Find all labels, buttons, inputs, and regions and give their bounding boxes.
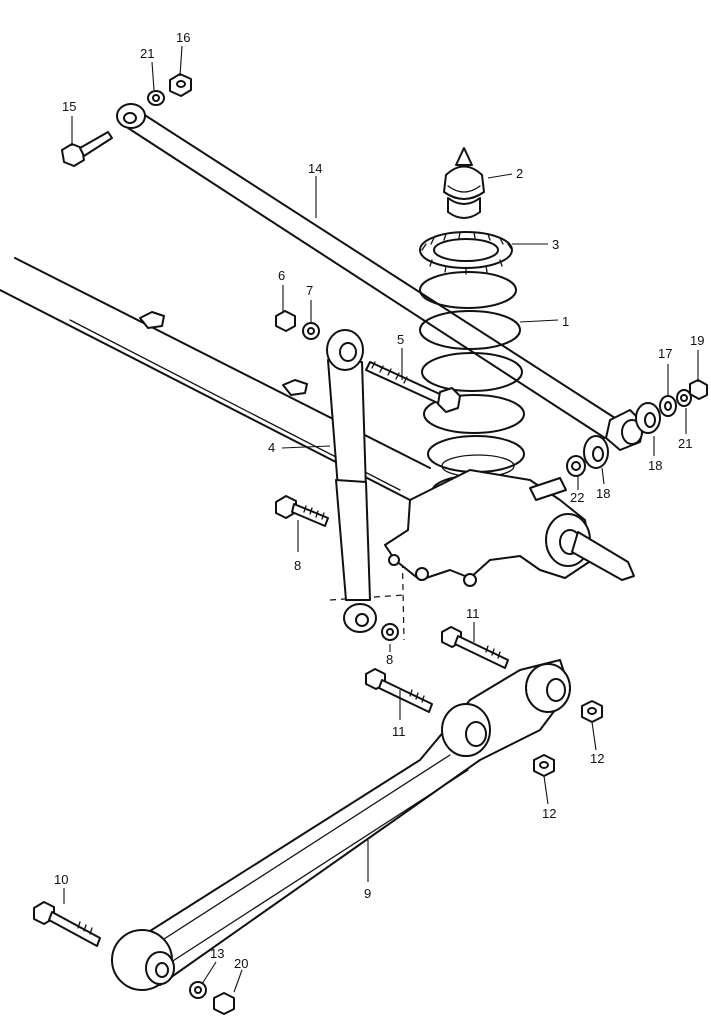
label-rod-nut-19: 19	[690, 333, 704, 348]
arm-bolt-11-upper	[442, 627, 508, 668]
label-trailing-arm: 9	[364, 886, 371, 901]
label-nut-6: 6	[278, 268, 285, 283]
label-arm-bolt-11-upper: 11	[466, 606, 480, 621]
nut-20	[214, 993, 234, 1014]
label-lateral-rod: 14	[308, 161, 322, 176]
label-shock-upper-bolt: 5	[397, 332, 404, 347]
rod-nut-19	[690, 380, 707, 399]
shock-upper-bolt	[366, 362, 460, 412]
arm-nut-12-right	[582, 701, 602, 722]
rod-bolt-15	[62, 132, 112, 166]
callout-numbers: 1 2 3 4 5 6 7 8 8 9 10 11 11 12 12 13 14…	[54, 30, 704, 971]
label-nut-20: 20	[234, 956, 248, 971]
axle-knuckle	[385, 470, 634, 586]
arm-nut-12-lower	[534, 755, 554, 776]
label-arm-bolt-11-lower: 11	[392, 724, 406, 739]
label-spring-seat: 3	[552, 237, 559, 252]
bushing-17	[660, 396, 676, 416]
label-bump-stopper: 2	[516, 166, 523, 181]
shock-absorber	[327, 330, 376, 632]
label-washer-7: 7	[306, 283, 313, 298]
label-washer-22: 22	[570, 490, 584, 505]
bump-stopper	[444, 148, 484, 218]
bushing-18-inner	[584, 436, 608, 468]
washer-13	[190, 982, 206, 998]
label-arm-nut-12-right: 12	[590, 751, 604, 766]
leader-lines	[64, 46, 698, 992]
lower-washer-8	[382, 624, 398, 640]
label-bushing-18-inner: 18	[596, 486, 610, 501]
spring-seat	[420, 232, 512, 274]
label-washer-21-top: 21	[140, 46, 154, 61]
trailing-arm	[112, 660, 570, 990]
label-lower-washer-8: 8	[386, 652, 393, 667]
label-washer-21-right: 21	[678, 436, 692, 451]
label-arm-nut-12-lower: 12	[542, 806, 556, 821]
lateral-rod	[117, 104, 644, 450]
bushing-18-outer	[636, 403, 660, 433]
washer-21-top	[148, 91, 164, 105]
label-rod-nut-16: 16	[176, 30, 190, 45]
arm-bolt-10	[34, 902, 100, 946]
label-arm-bolt-10: 10	[54, 872, 68, 887]
washer-7	[303, 323, 319, 339]
label-bushing-17: 17	[658, 346, 672, 361]
arm-bolt-11-lower	[366, 669, 432, 712]
label-washer-13: 13	[210, 946, 224, 961]
shock-lower-bolt	[276, 496, 328, 526]
nut-6	[276, 311, 295, 331]
label-coil-spring: 1	[562, 314, 569, 329]
washer-22	[567, 456, 585, 476]
rod-nut-16	[170, 74, 191, 96]
washer-21-right	[677, 390, 691, 406]
label-shock-lower-bolt: 8	[294, 558, 301, 573]
label-bushing-18-outer: 18	[648, 458, 662, 473]
label-rod-bolt-15: 15	[62, 99, 76, 114]
label-shock-absorber: 4	[268, 440, 275, 455]
